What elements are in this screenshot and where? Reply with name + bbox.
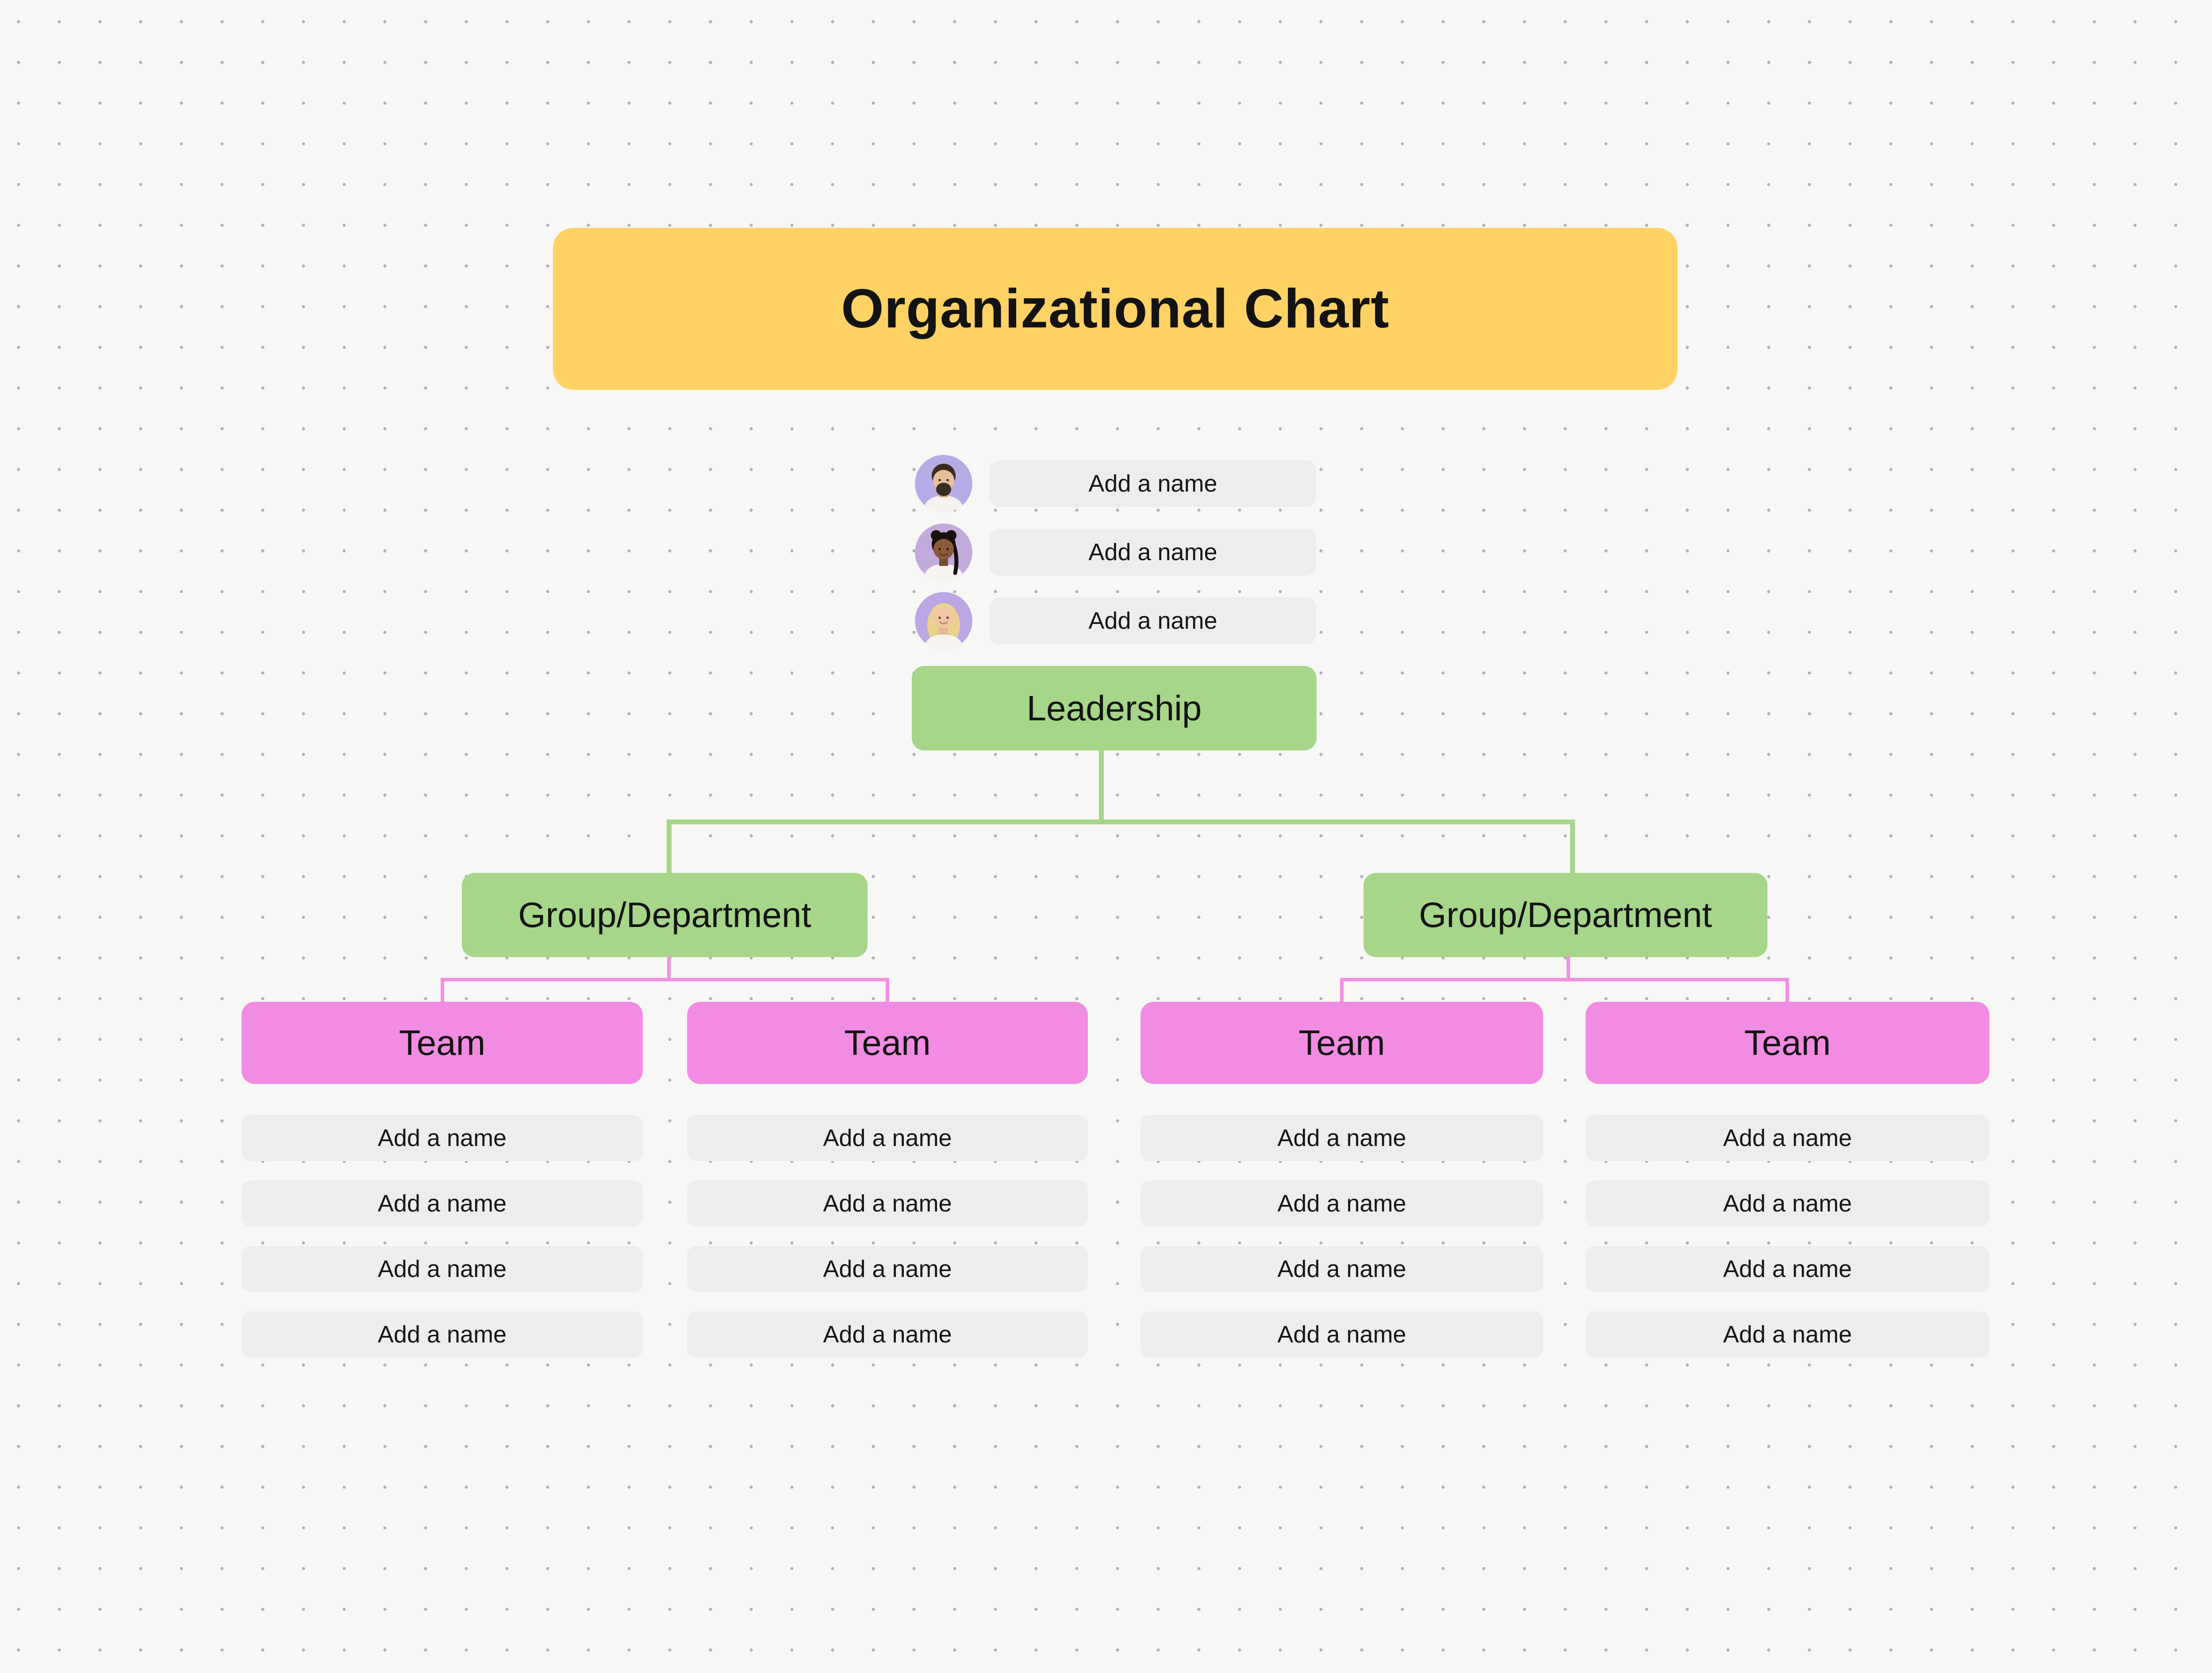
- member-name-placeholder: Add a name: [377, 1125, 507, 1151]
- member-name-field[interactable]: Add a name: [687, 1115, 1088, 1161]
- connector-to-team-2: [886, 978, 889, 1003]
- group-label: Group/Department: [1419, 895, 1712, 935]
- leader-name-field-1[interactable]: Add a name: [990, 460, 1316, 507]
- member-name-field[interactable]: Add a name: [1586, 1311, 1989, 1358]
- member-name-placeholder: Add a name: [1723, 1321, 1852, 1348]
- connector-group-1-horizontal: [441, 978, 889, 981]
- team-node-4[interactable]: Team: [1586, 1002, 1989, 1084]
- member-name-placeholder: Add a name: [823, 1125, 952, 1151]
- team-label: Team: [399, 1023, 486, 1062]
- group-node-1[interactable]: Group/Department: [462, 873, 868, 957]
- member-name-field[interactable]: Add a name: [1141, 1115, 1543, 1161]
- team-node-3[interactable]: Team: [1141, 1002, 1543, 1084]
- member-name-field[interactable]: Add a name: [1141, 1181, 1543, 1227]
- connector-group-2-horizontal: [1340, 978, 1789, 981]
- member-name-placeholder: Add a name: [823, 1190, 952, 1217]
- woman-black-hair-buns-avatar-image: [915, 523, 972, 581]
- connector-leadership-horizontal: [667, 819, 1575, 824]
- leader-name-placeholder: Add a name: [1088, 539, 1217, 565]
- member-name-placeholder: Add a name: [1277, 1321, 1406, 1348]
- member-name-field[interactable]: Add a name: [1586, 1246, 1989, 1292]
- team-label: Team: [1744, 1023, 1831, 1062]
- connector-to-team-1: [441, 978, 444, 1003]
- member-name-field[interactable]: Add a name: [1141, 1311, 1543, 1358]
- team-node-2[interactable]: Team: [687, 1002, 1088, 1084]
- member-name-field[interactable]: Add a name: [242, 1311, 643, 1358]
- member-name-placeholder: Add a name: [1277, 1125, 1406, 1151]
- member-name-field[interactable]: Add a name: [687, 1181, 1088, 1227]
- member-name-field[interactable]: Add a name: [242, 1115, 643, 1161]
- member-name-field[interactable]: Add a name: [1586, 1115, 1989, 1161]
- team-label: Team: [844, 1023, 931, 1062]
- member-name-placeholder: Add a name: [377, 1190, 507, 1217]
- connector-to-team-4: [1786, 978, 1789, 1003]
- team-label: Team: [1298, 1023, 1385, 1062]
- group-node-2[interactable]: Group/Department: [1363, 873, 1767, 957]
- member-name-placeholder: Add a name: [377, 1256, 507, 1282]
- group-label: Group/Department: [518, 895, 811, 935]
- connector-to-group-2: [1570, 819, 1575, 873]
- member-name-placeholder: Add a name: [823, 1256, 952, 1282]
- connector-to-team-3: [1340, 978, 1344, 1003]
- team-node-1[interactable]: Team: [242, 1002, 643, 1084]
- member-name-field[interactable]: Add a name: [242, 1246, 643, 1292]
- member-name-placeholder: Add a name: [1723, 1125, 1852, 1151]
- leadership-node[interactable]: Leadership: [912, 666, 1317, 750]
- connector-group-1-drop: [667, 956, 671, 979]
- member-name-field[interactable]: Add a name: [1141, 1246, 1543, 1292]
- member-name-placeholder: Add a name: [823, 1321, 952, 1348]
- leader-name-placeholder: Add a name: [1088, 608, 1217, 634]
- leader-avatar-1[interactable]: [915, 455, 972, 512]
- member-name-field[interactable]: Add a name: [687, 1311, 1088, 1358]
- member-name-field[interactable]: Add a name: [687, 1246, 1088, 1292]
- member-name-placeholder: Add a name: [1277, 1256, 1406, 1282]
- connector-to-group-1: [667, 819, 672, 873]
- connector-leadership-drop: [1099, 750, 1104, 820]
- member-name-placeholder: Add a name: [377, 1321, 507, 1348]
- member-name-field[interactable]: Add a name: [242, 1181, 643, 1227]
- leader-name-field-3[interactable]: Add a name: [990, 597, 1316, 644]
- chart-title-box[interactable]: Organizational Chart: [553, 228, 1678, 390]
- member-name-placeholder: Add a name: [1723, 1190, 1852, 1217]
- woman-blonde-hair-avatar-image: [915, 592, 972, 650]
- chart-title: Organizational Chart: [841, 278, 1390, 339]
- leader-name-placeholder: Add a name: [1088, 470, 1217, 497]
- connector-group-2-drop: [1567, 956, 1570, 979]
- leader-avatar-2[interactable]: [915, 523, 972, 581]
- leader-avatar-3[interactable]: [915, 592, 972, 650]
- man-dark-hair-beard-avatar-image: [915, 455, 972, 512]
- member-name-field[interactable]: Add a name: [1586, 1181, 1989, 1227]
- leader-name-field-2[interactable]: Add a name: [990, 529, 1316, 576]
- leadership-label: Leadership: [1026, 688, 1202, 728]
- member-name-placeholder: Add a name: [1277, 1190, 1406, 1217]
- member-name-placeholder: Add a name: [1723, 1256, 1852, 1282]
